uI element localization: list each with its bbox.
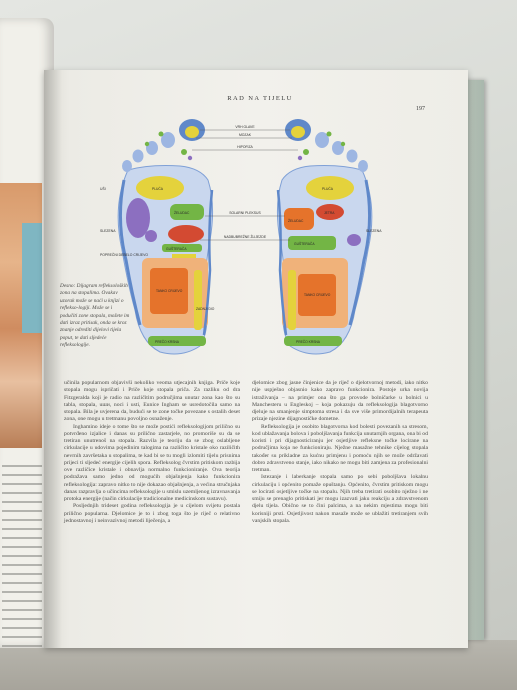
label-vrh-glave: VRH GLAVE xyxy=(235,125,255,129)
reflexology-foot-diagram: VRH GLAVE MOZAK HIPOFIZA SOLARNI PLEKSUS… xyxy=(100,119,382,355)
label-gusteraca-left: GUŠTERAČA xyxy=(166,246,187,251)
paragraph: Istezanje i laberkanje stopala samo po s… xyxy=(252,474,428,524)
label-usi: UŠI xyxy=(100,186,106,191)
paragraph: djelomice zbog jasne činjenice da je rij… xyxy=(252,380,428,423)
label-mozak: MOZAK xyxy=(239,133,252,137)
label-pluca-right: PLUĆA xyxy=(322,186,334,191)
paragraph: Refleksologija je osobito blagotvorna ko… xyxy=(252,423,428,474)
paragraph: učinila popularnom objavivši nekoliko ve… xyxy=(64,380,240,423)
label-preco-left: PREČO KRSNA xyxy=(155,339,180,344)
label-tanko-left: TANKO CRIJEVO xyxy=(156,289,183,293)
label-slezena-left: SLEZENA xyxy=(100,229,116,233)
label-zadnji-left: ZADNJI DIO xyxy=(196,307,215,311)
left-page-text-lines xyxy=(2,458,42,648)
label-solarni-pleksus: SOLARNI PLEKSUS xyxy=(229,211,261,215)
book-page xyxy=(44,70,468,648)
leader-lines xyxy=(192,129,298,241)
text-column-right: djelomice zbog jasne činjenice da je rij… xyxy=(252,380,428,525)
label-zeludac-right: ŽELUDAC xyxy=(288,218,304,223)
label-zeludac-left: ŽELUDAC xyxy=(174,210,190,215)
label-tanko-right: TANKO CRIJEVO xyxy=(304,293,331,297)
label-nadbubrezne: NADBUBREŽNE ŽLIJEZDE xyxy=(224,234,267,239)
table-surface xyxy=(0,640,517,690)
page-number: 197 xyxy=(416,106,425,112)
paragraph: Inghamino ideje o tome što se može posti… xyxy=(64,423,240,503)
label-hipofiza: HIPOFIZA xyxy=(237,145,253,149)
text-column-left: učinila popularnom objavivši nekoliko ve… xyxy=(64,380,240,525)
label-poprecni: POPREČNI DEBELO CRIJEVO xyxy=(100,252,148,257)
figure-caption: Desno: Dijagram refleksoloških zona na s… xyxy=(60,283,130,349)
label-slezena-right: SLEZENA xyxy=(366,229,382,233)
label-preco-right: PREČO KRSNA xyxy=(296,339,321,344)
page-gutter-shadow xyxy=(44,70,62,648)
paragraph: Posljednjih trideset godina refleksologi… xyxy=(64,503,240,524)
left-foot xyxy=(117,119,214,355)
label-gusteraca-right: GUŠTERAČA xyxy=(294,241,315,246)
label-pluca-left: PLUĆA xyxy=(152,186,164,191)
label-jetra: JETRA xyxy=(324,211,335,215)
right-foot xyxy=(276,119,373,355)
left-page-photo xyxy=(0,183,42,448)
running-head: RAD NA TIJELU xyxy=(227,95,293,102)
